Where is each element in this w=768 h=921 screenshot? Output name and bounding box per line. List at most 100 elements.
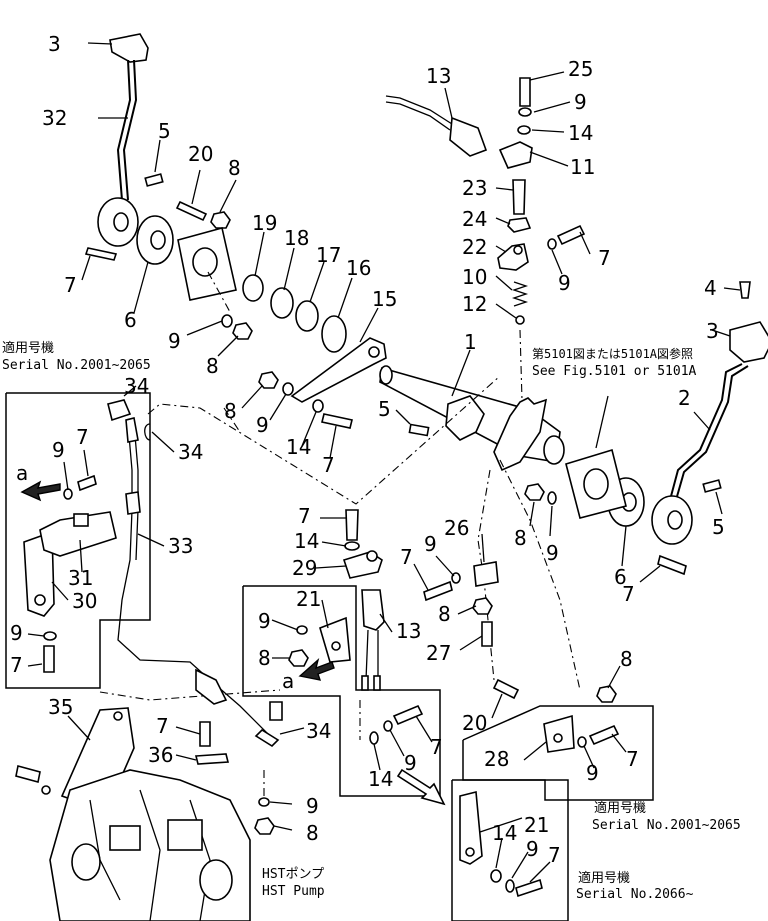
outline-box-left (5, 392, 151, 689)
callout-8: 8 (258, 646, 271, 670)
callout-7: 7 (298, 504, 311, 528)
hst-pump-jp: HSTポンプ (262, 867, 324, 882)
hst-pump (15, 701, 305, 921)
washer-9-pump (258, 797, 270, 807)
callout-7: 7 (430, 735, 443, 759)
callout-13: 13 (396, 619, 421, 643)
callout-9: 9 (168, 329, 181, 353)
bolt-7-top (556, 224, 586, 246)
callout-14: 14 (294, 529, 319, 553)
callout-9: 9 (526, 837, 539, 861)
callout-labels: 3 32 5 20 8 19 18 17 16 7 6 9 8 15 13 25… (10, 32, 725, 867)
washer-19 (242, 274, 264, 302)
bolt-7-left (84, 247, 118, 261)
callout-31: 31 (68, 566, 93, 590)
callout-11: 11 (570, 155, 595, 179)
bolt-27 (481, 621, 493, 647)
callout-14: 14 (568, 121, 593, 145)
bolt-20-left (175, 200, 208, 222)
pin-5-right (702, 479, 722, 493)
pump-bolt (15, 765, 41, 783)
callout-9: 9 (574, 90, 587, 114)
callout-20: 20 (462, 711, 487, 735)
callout-7: 7 (626, 747, 639, 771)
figure-reference-en: See Fig.5101 or 5101A (532, 364, 697, 379)
bolt-7-box (77, 474, 97, 492)
view-arrow-a-center (298, 657, 335, 681)
nut-24 (507, 217, 532, 233)
bolt-25 (519, 77, 531, 107)
callout-14: 14 (286, 435, 311, 459)
pin-5-left (144, 173, 164, 187)
callout-27: 27 (426, 641, 451, 665)
washer-16 (321, 315, 347, 353)
callout-14: 14 (492, 821, 517, 845)
view-label-a-center: a (282, 669, 294, 693)
nut-8-top (210, 211, 231, 229)
bolt-34-pump (269, 701, 283, 721)
washer-14-center-low (369, 731, 379, 745)
cable-33 (117, 423, 271, 737)
washer-9-box (63, 488, 73, 500)
callout-7: 7 (156, 714, 169, 738)
washer-9-left (221, 314, 233, 328)
view-arrow-a-left (20, 480, 61, 502)
lever-36 (194, 753, 230, 765)
bolt-7-lower (588, 724, 620, 746)
washer-14-bottom (490, 869, 502, 883)
lever-knob-left (109, 33, 149, 63)
callout-5: 5 (712, 515, 725, 539)
bracket-26 (473, 561, 499, 587)
bracket-31 (39, 511, 117, 557)
applicable-models-jp-3: 適用号機 (578, 870, 630, 886)
callout-9: 9 (10, 621, 23, 645)
shaft-1 (379, 349, 565, 472)
callout-30: 30 (72, 589, 97, 613)
applicable-models-jp-1: 適用号機 (2, 340, 54, 356)
callout-9: 9 (558, 271, 571, 295)
callout-9: 9 (586, 761, 599, 785)
callout-6: 6 (614, 565, 627, 589)
callout-20: 20 (188, 142, 213, 166)
callout-34: 34 (306, 719, 331, 743)
serial-range-1: Serial No.2001~2065 (2, 358, 151, 373)
callout-7: 7 (400, 545, 413, 569)
bolt-7-mid (423, 580, 453, 602)
callout-1: 1 (464, 330, 477, 354)
washer-9-center-low (383, 720, 393, 732)
callout-15: 15 (372, 287, 397, 311)
view-label-a-left: a (16, 461, 28, 485)
switch-13-wires (365, 629, 379, 681)
callout-13: 13 (426, 64, 451, 88)
callout-9: 9 (404, 751, 417, 775)
callout-7: 7 (76, 425, 89, 449)
pin-5-shaft (408, 423, 430, 437)
bolt-23 (512, 179, 526, 215)
callout-25: 25 (568, 57, 593, 81)
applicable-models-jp-2: 適用号機 (594, 800, 646, 816)
callout-8: 8 (228, 156, 241, 180)
callout-36: 36 (148, 743, 173, 767)
washer-9-top (518, 107, 532, 117)
lever-rod-left (116, 59, 138, 201)
cable-end-34 (254, 728, 280, 748)
callout-17: 17 (316, 243, 341, 267)
callout-8: 8 (306, 821, 319, 845)
block-11 (498, 141, 533, 169)
callout-7: 7 (322, 453, 335, 477)
callout-21: 21 (524, 813, 549, 837)
nut-8-left (232, 322, 253, 340)
nut-8-center (288, 649, 309, 667)
center-bracket-assembly (242, 509, 499, 806)
callout-3: 3 (48, 32, 61, 56)
centerlines (99, 271, 581, 740)
callout-23: 23 (462, 176, 487, 200)
callout-8: 8 (438, 602, 451, 626)
nut-8-pump (254, 817, 275, 835)
bracket-21-detail (451, 779, 569, 921)
callout-8: 8 (224, 399, 237, 423)
washer-14-center (344, 541, 360, 551)
callout-35: 35 (48, 695, 73, 719)
washer-9-switch (547, 238, 557, 250)
